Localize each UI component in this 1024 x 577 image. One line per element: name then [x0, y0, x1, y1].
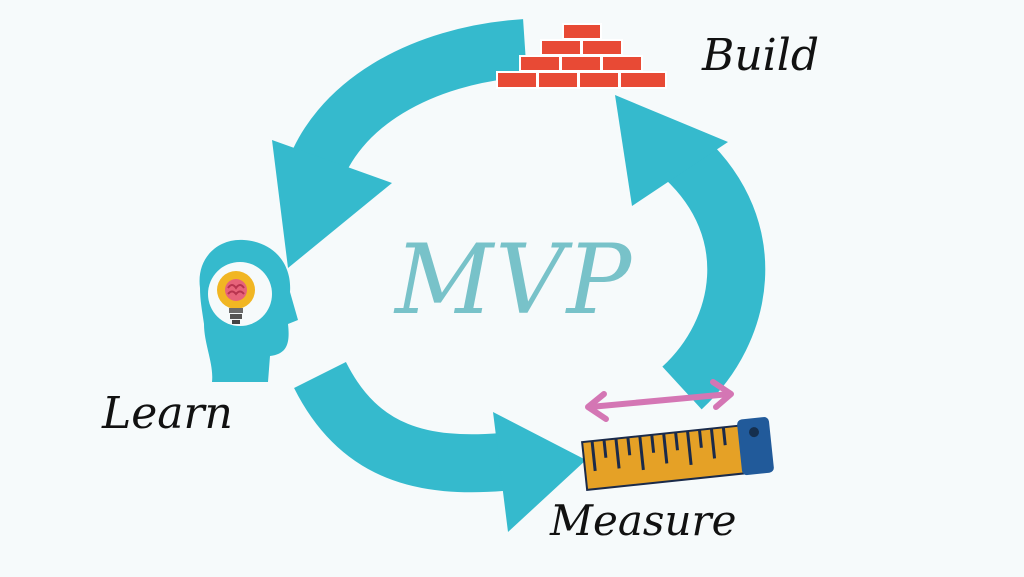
- measure-label: Measure: [550, 496, 737, 545]
- center-label: MVP: [395, 224, 634, 336]
- build-label: Build: [702, 30, 819, 81]
- learn-label: Learn: [102, 388, 233, 439]
- measure-to-build-arrow: [615, 95, 766, 410]
- brick-wall-icon: [496, 23, 667, 89]
- build-to-learn-arrow: [272, 19, 528, 268]
- tape-measure-icon: [581, 417, 774, 491]
- double-arrow-icon: [585, 379, 734, 422]
- head-lightbulb-icon: [199, 239, 298, 382]
- learn-to-measure-arrow: [294, 361, 586, 532]
